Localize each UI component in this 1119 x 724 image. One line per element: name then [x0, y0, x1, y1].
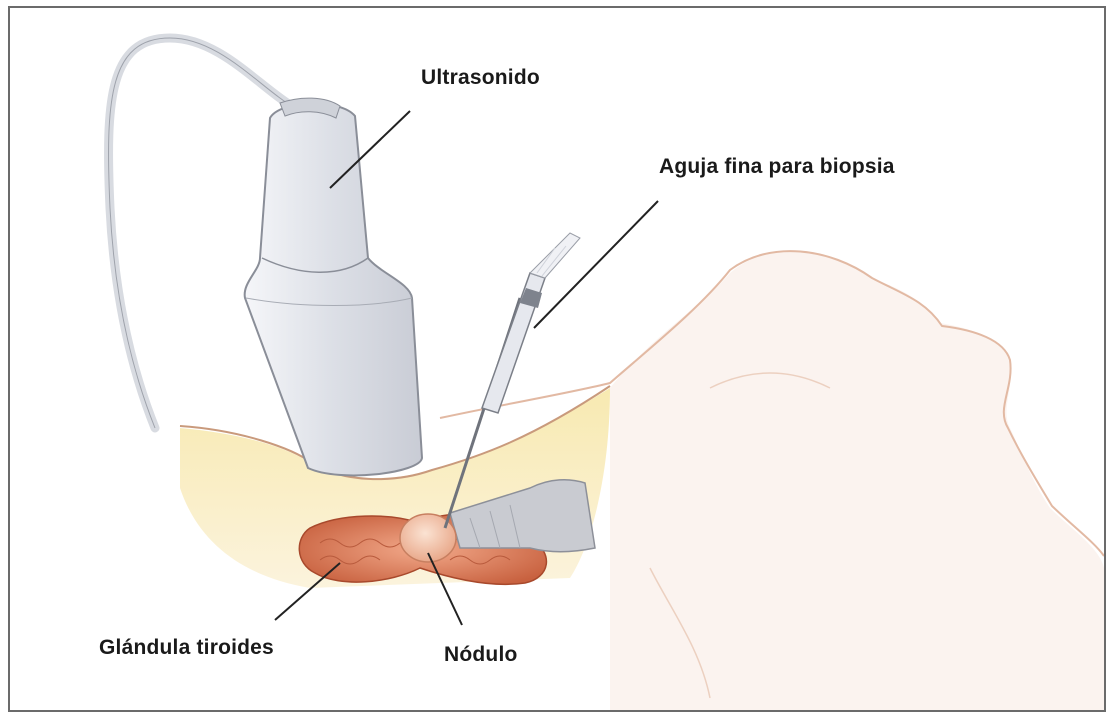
nodule-label: Nódulo	[444, 643, 518, 667]
thyroid-label: Glándula tiroides	[99, 636, 274, 660]
needle-label: Aguja fina para biopsia	[659, 155, 895, 179]
face-outline	[610, 251, 1104, 710]
ultrasound-label: Ultrasonido	[421, 66, 540, 90]
biopsy-illustration	[10, 8, 1104, 710]
ultrasound-probe	[245, 103, 422, 475]
illustration-frame: Ultrasonido Aguja fina para biopsia Glán…	[8, 6, 1106, 712]
